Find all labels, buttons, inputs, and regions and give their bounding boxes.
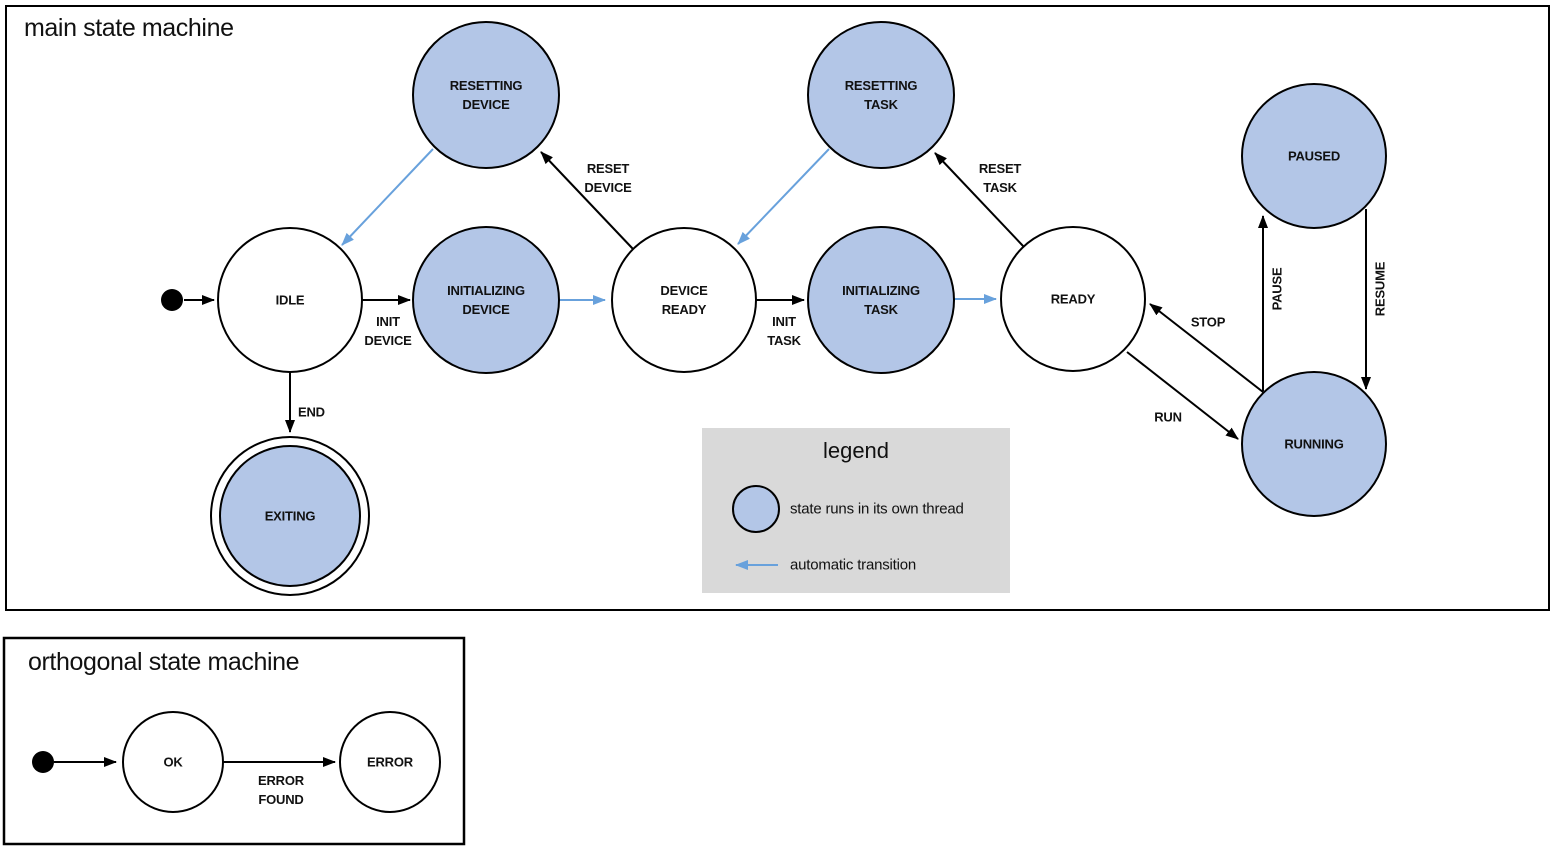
state-resetting-task (807, 21, 955, 169)
state-exiting (219, 445, 361, 587)
state-label-paused: PAUSED (1287, 148, 1341, 164)
transition-auto-resetting-task-to-device-ready (737, 148, 830, 245)
transition-label-error-found: ERROR FOUND (258, 773, 304, 807)
transition-ready-to-running-run (1126, 351, 1239, 440)
state-ready (1000, 226, 1146, 372)
legend-item-threaded-label: state runs in its own thread (790, 500, 964, 518)
state-paused (1241, 83, 1387, 229)
orthogonal-initial-state-dot (32, 751, 54, 773)
state-label-initializing-task: INITIALIZING TASK (842, 283, 920, 317)
state-label-initializing-device: INITIALIZING DEVICE (447, 283, 525, 317)
transition-label-init-task: INIT TASK (767, 314, 801, 348)
transition-label-run: RUN (1154, 409, 1182, 425)
transition-label-stop: STOP (1190, 314, 1226, 330)
state-label-idle: IDLE (275, 292, 305, 308)
transition-label-pause: PAUSE (1269, 267, 1285, 311)
main-machine-title: main state machine (24, 14, 234, 42)
transition-label-resume: RESUME (1372, 261, 1388, 317)
state-running (1241, 371, 1387, 517)
main-initial-state-dot (161, 289, 183, 311)
main-machine-box (5, 5, 1550, 611)
state-label-resetting-device: RESETTING DEVICE (449, 78, 523, 112)
state-initializing-task (807, 226, 955, 374)
state-label-exiting: EXITING (264, 508, 316, 524)
state-error (339, 711, 441, 813)
transition-label-reset-device: RESET DEVICE (584, 161, 632, 195)
transition-running-to-ready-stop (1149, 303, 1264, 393)
transition-auto-resetting-device-to-idle (341, 148, 434, 246)
state-label-running: RUNNING (1284, 436, 1344, 452)
legend-threaded-state-symbol (732, 485, 780, 533)
state-resetting-device (412, 21, 560, 169)
state-initializing-device (412, 226, 560, 374)
orthogonal-machine-title: orthogonal state machine (28, 648, 300, 676)
transition-device-ready-to-resetting-device (540, 151, 634, 250)
state-label-error: ERROR (367, 754, 413, 770)
state-idle (217, 227, 363, 373)
orthogonal-machine-box (2, 636, 466, 846)
state-label-resetting-task: RESETTING TASK (844, 78, 918, 112)
state-device-ready (611, 227, 757, 373)
transition-label-reset-task: RESET TASK (978, 161, 1022, 195)
state-label-ok: OK (163, 754, 183, 770)
legend-item-automatic-label: automatic transition (790, 556, 917, 574)
state-label-device-ready: DEVICE READY (660, 283, 708, 317)
transition-label-init-device: INIT DEVICE (364, 314, 412, 348)
transition-label-end: END (298, 404, 325, 420)
state-ok (122, 711, 224, 813)
legend-title: legend (822, 438, 890, 463)
state-label-ready: READY (1050, 291, 1096, 307)
transition-ready-to-resetting-task (934, 152, 1025, 248)
